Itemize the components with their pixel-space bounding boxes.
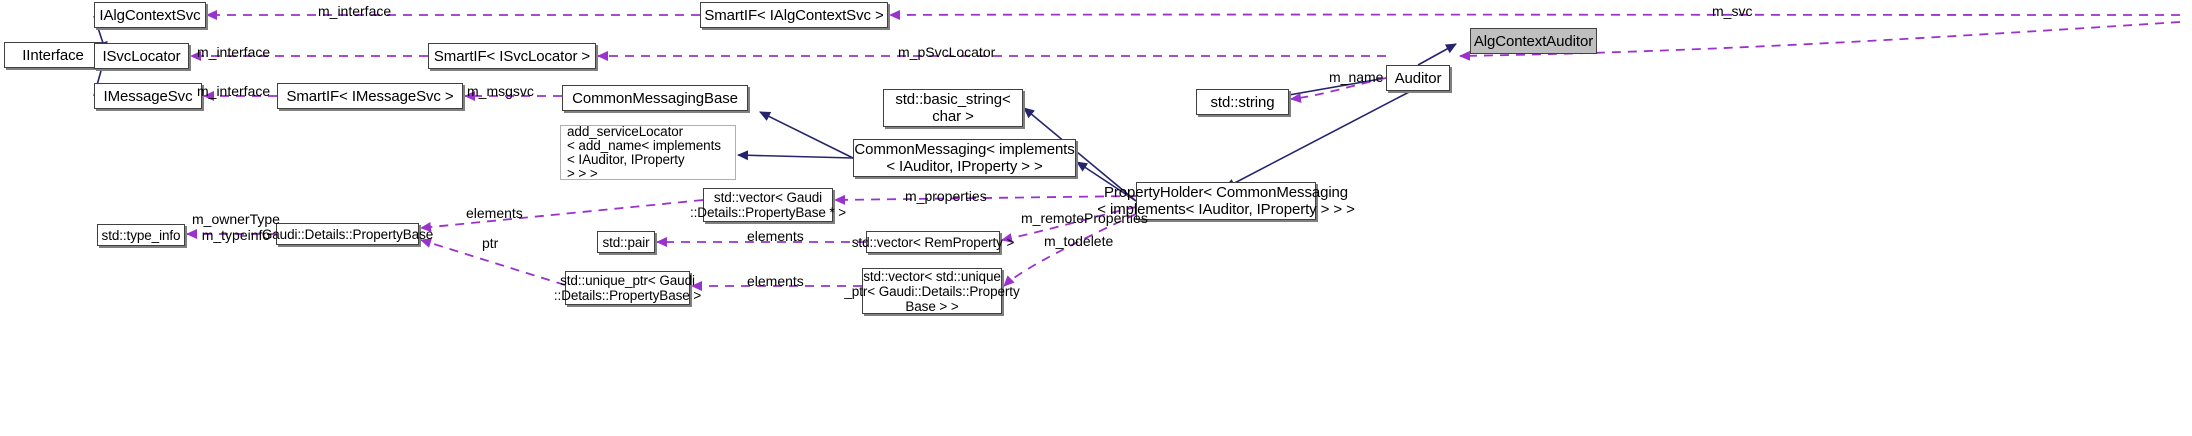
edge-label-m-name: m_name xyxy=(1329,69,1384,85)
node-isvclocator[interactable]: ISvcLocator xyxy=(94,43,189,69)
edge-label-m-properties: m_properties xyxy=(905,188,987,204)
edge-label-elements-2: elements xyxy=(747,228,804,244)
node-std-vector-unique-ptr[interactable]: std::vector< std::unique _ptr< Gaudi::De… xyxy=(844,268,1020,314)
edge-label-elements-3: elements xyxy=(747,273,804,289)
node-gaudi-details-propertybase[interactable]: Gaudi::Details::PropertyBase xyxy=(262,223,433,245)
edge-label-m-todelete: m_todelete xyxy=(1044,233,1114,249)
node-ialgcontextsvc[interactable]: IAlgContextSvc xyxy=(94,2,206,28)
node-smartif-imessagesvc[interactable]: SmartIF< IMessageSvc > xyxy=(277,83,463,109)
edge-label-m-msgsvc: m_msgsvc xyxy=(467,83,534,99)
node-std-string[interactable]: std::string xyxy=(1196,89,1289,115)
node-commonmessagingbase[interactable]: CommonMessagingBase xyxy=(562,85,748,111)
node-propertyholder[interactable]: PropertyHolder< CommonMessaging < implem… xyxy=(1097,182,1355,220)
node-algcontextauditor[interactable]: AlgContextAuditor xyxy=(1470,28,1597,54)
edge-label-m-interface-mid: m_interface xyxy=(197,44,271,60)
node-smartif-ialgcontextsvc[interactable]: SmartIF< IAlgContextSvc > xyxy=(700,2,888,28)
node-smartif-isvclocator[interactable]: SmartIF< ISvcLocator > xyxy=(428,43,596,69)
node-imessagesvc[interactable]: IMessageSvc xyxy=(94,83,202,109)
edge-label-elements-1: elements xyxy=(466,205,523,221)
edge-label-ptr: ptr xyxy=(482,235,499,251)
node-std-vector-remproperty[interactable]: std::vector< RemProperty > xyxy=(852,231,1014,253)
node-commonmessaging[interactable]: CommonMessaging< implements < IAuditor, … xyxy=(853,139,1076,177)
edge-label-m-svc: m_svc xyxy=(1712,3,1753,19)
edge-label-m-remoteproperties: m_remoteProperties xyxy=(1021,210,1148,226)
node-auditor[interactable]: Auditor xyxy=(1386,65,1450,91)
node-std-basic-string[interactable]: std::basic_string< char > xyxy=(883,89,1023,127)
node-iinterface[interactable]: IInterface xyxy=(4,42,102,68)
node-std-type-info[interactable]: std::type_info xyxy=(97,224,185,246)
edge-label-m-psvclocator: m_pSvcLocator xyxy=(898,44,996,60)
edge-label-m-ownertype: m_ownerType m_typeinfo xyxy=(192,211,280,243)
edge-label-m-interface-low: m_interface xyxy=(197,83,271,99)
edge-label-m-interface-top: m_interface xyxy=(318,3,392,19)
node-std-pair[interactable]: std::pair xyxy=(597,231,655,253)
node-std-vector-propertybase-ptr[interactable]: std::vector< Gaudi ::Details::PropertyBa… xyxy=(690,188,846,222)
node-std-unique-ptr-propertybase[interactable]: std::unique_ptr< Gaudi ::Details::Proper… xyxy=(553,271,702,305)
node-add-servicelocator[interactable]: add_serviceLocator < add_name< implement… xyxy=(560,124,736,180)
